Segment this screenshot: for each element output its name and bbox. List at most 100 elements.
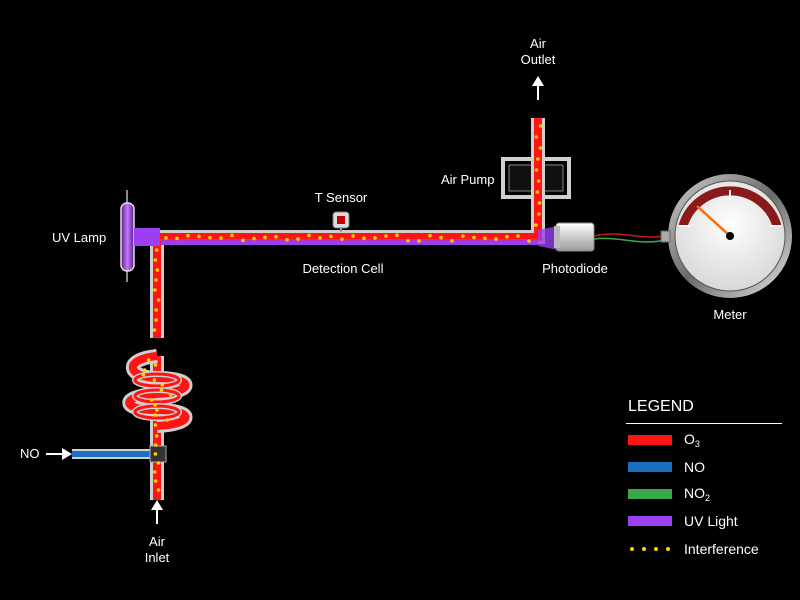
interference-dot: [208, 235, 212, 240]
interference-dot: [384, 234, 388, 238]
uv-lamp: [120, 190, 160, 282]
interference-dot: [252, 236, 256, 241]
legend-label-uv-light: UV Light: [684, 513, 738, 529]
interference-dot: [494, 237, 498, 241]
interference-dot: [527, 239, 531, 243]
interference-dot: [197, 234, 201, 239]
interference-dot: [516, 234, 520, 238]
signal-wires: [593, 233, 665, 243]
interference-dot: [186, 233, 190, 238]
interference-dot: [153, 403, 157, 407]
uv-lamp-label: UV Lamp: [52, 230, 107, 245]
interference-dot: [154, 318, 158, 322]
interference-dot: [351, 234, 355, 238]
legend-label-no: NO: [684, 459, 705, 475]
photodiode: [538, 222, 595, 252]
legend-item-uv-light: UV Light: [628, 511, 738, 531]
interference-dot: [536, 179, 541, 183]
interference-dot: [230, 233, 234, 238]
t-sensor-label: T Sensor: [314, 190, 368, 205]
legend-divider: [626, 423, 782, 424]
detection-cell-label: Detection Cell: [302, 261, 384, 276]
interference-dot: [154, 278, 158, 282]
interference-dot: [141, 373, 146, 377]
legend-label-no2: NO2: [684, 485, 711, 503]
interference-dot: [505, 234, 509, 239]
interference-dot: [153, 363, 158, 367]
interference-dot: [152, 470, 157, 474]
interference-dot: [263, 235, 267, 240]
legend-label-interference: Interference: [684, 541, 759, 557]
interference-dot: [155, 268, 160, 272]
interference-dot: [154, 248, 159, 252]
legend-label-o3: O3: [684, 431, 700, 449]
interference-dot: [153, 413, 157, 417]
meter-label: Meter: [713, 307, 747, 322]
no-inlet-label: NO: [20, 446, 40, 461]
legend-item-interference: Interference: [628, 539, 759, 559]
interference-dot: [142, 368, 147, 372]
interference-dot: [285, 237, 289, 242]
interference-dot: [274, 234, 278, 239]
interference-dot: [340, 237, 344, 241]
legend-title: LEGEND: [628, 398, 694, 415]
legend-swatch-interference: [628, 547, 672, 551]
interference-dot: [395, 233, 399, 238]
interference-dot: [160, 383, 165, 387]
interference-dot: [450, 238, 454, 243]
interference-dot: [362, 236, 366, 241]
reaction-coil: [122, 349, 193, 433]
interference-dot: [241, 238, 245, 243]
interference-dot: [534, 135, 539, 139]
air-outlet-label-2: Outlet: [520, 52, 556, 67]
interference-dot: [164, 236, 168, 240]
interference-dot: [149, 398, 154, 402]
interference-dot: [156, 461, 161, 465]
air-pump-label: Air Pump: [441, 172, 495, 187]
legend-item-no2: NO2: [628, 484, 710, 504]
legend-swatch-uv-light: [628, 516, 672, 526]
meter: [660, 174, 792, 298]
interference-dot: [534, 168, 539, 172]
legend-item-o3: O3: [628, 430, 700, 450]
air-inlet-arrow: [151, 500, 163, 524]
interference-dot: [406, 238, 410, 243]
interference-dot: [153, 288, 157, 292]
interference-dot: [156, 298, 161, 302]
interference-dot: [439, 235, 443, 240]
interference-dot: [461, 234, 465, 238]
interference-dot: [152, 328, 157, 332]
interference-dot: [428, 233, 432, 238]
air-inlet-label-2: Inlet: [144, 550, 170, 565]
interference-dot: [152, 378, 157, 382]
interference-dot: [155, 408, 159, 412]
interference-dot: [153, 423, 158, 427]
interference-particles: [141, 124, 543, 492]
interference-dot: [535, 190, 540, 194]
interference-dot: [153, 443, 158, 447]
interference-dot: [175, 236, 179, 241]
interference-dot: [536, 157, 540, 161]
interference-dot: [537, 201, 542, 205]
legend-swatch-no2: [628, 489, 672, 499]
interference-dot: [538, 146, 543, 150]
no-inlet-pipe: [46, 445, 167, 463]
tubing: [150, 118, 545, 500]
interference-dot: [307, 233, 311, 238]
interference-dot: [534, 223, 538, 227]
interference-dot: [537, 212, 541, 216]
interference-dot: [168, 393, 173, 397]
interference-dot: [329, 234, 333, 239]
interference-dot: [296, 237, 300, 241]
air-inlet-label-1: Air: [149, 534, 165, 549]
interference-dot: [156, 488, 161, 492]
interference-dot: [154, 308, 158, 312]
photodiode-label: Photodiode: [542, 261, 608, 276]
interference-dot: [154, 434, 159, 438]
t-sensor: [332, 211, 350, 232]
interference-dot: [153, 479, 158, 483]
interference-dot: [219, 236, 223, 240]
interference-dot: [153, 452, 158, 456]
interference-dot: [483, 236, 487, 241]
